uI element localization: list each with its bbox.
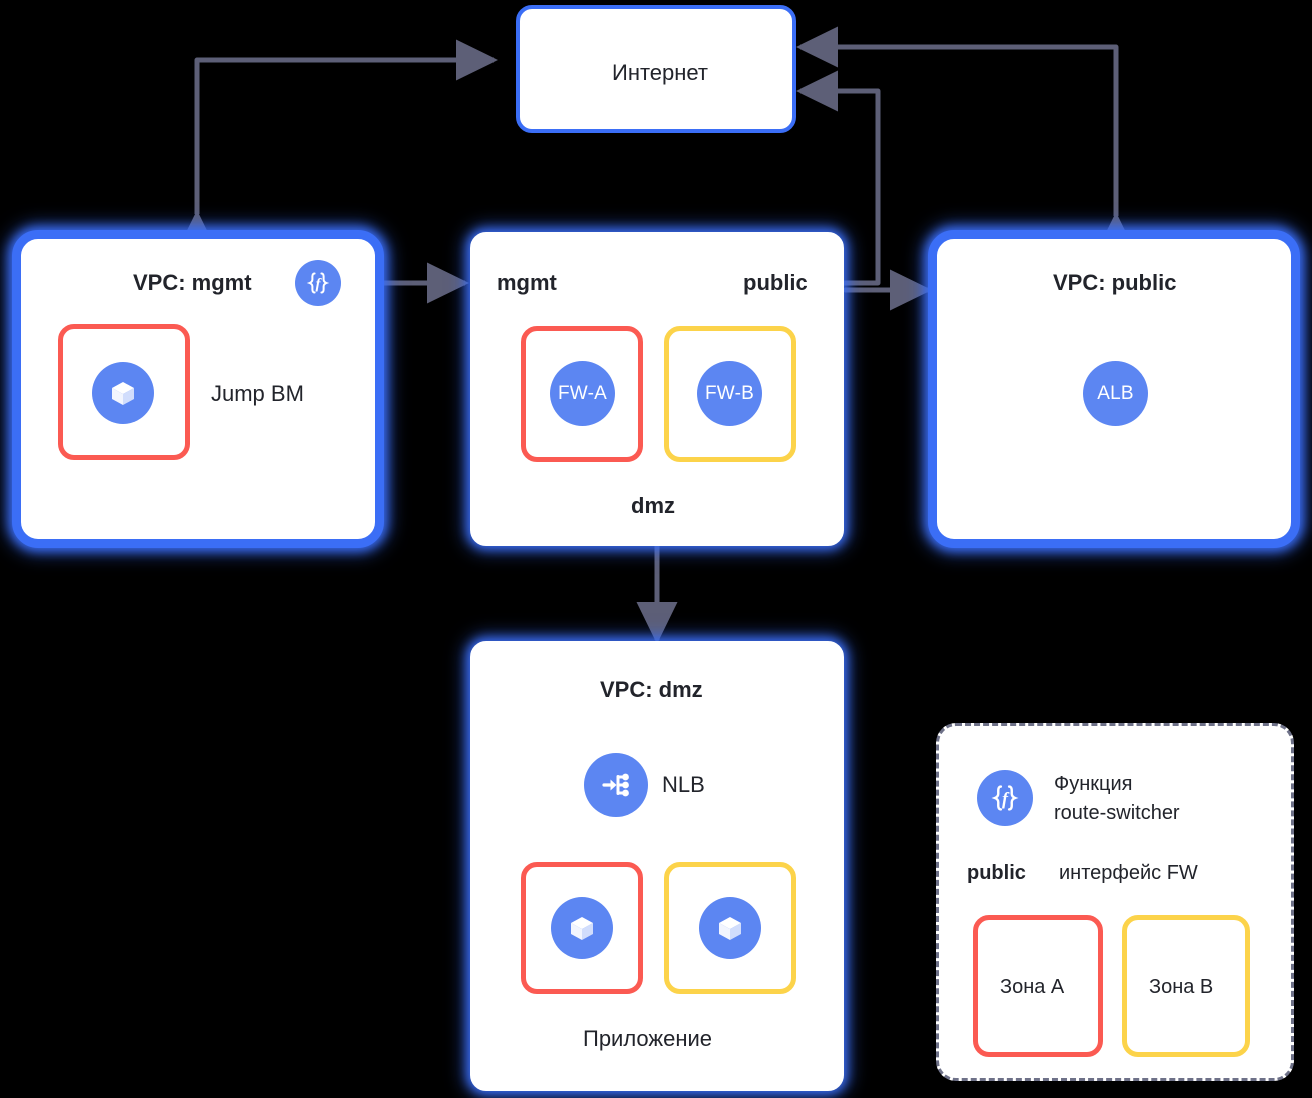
firewall-right-label: public — [743, 270, 808, 295]
legend-zone-a-box — [973, 915, 1103, 1057]
legend-interface-bold: public — [967, 862, 1026, 884]
wire-mgmt-internet — [176, 39, 499, 252]
firewall-b-label: FW-B — [705, 382, 754, 404]
internet-label: Интернет — [612, 60, 708, 85]
legend-function-line2: route-switcher — [1054, 802, 1180, 824]
legend-zone-b-box — [1122, 915, 1250, 1057]
function-braces-icon[interactable]: f — [295, 260, 341, 306]
function-braces-icon[interactable]: f — [977, 770, 1033, 826]
svg-text:f: f — [1002, 789, 1010, 809]
firewall-b-icon[interactable]: FW-B — [697, 361, 762, 426]
vm-cube-icon[interactable] — [551, 897, 613, 959]
internet-node[interactable]: Интернет — [516, 5, 796, 133]
legend-interface-rest: интерфейс FW — [1059, 862, 1198, 884]
alb-circle-icon[interactable]: ALB — [1083, 361, 1148, 426]
dmz-bottom-label: Приложение — [583, 1026, 713, 1051]
firewall-left-label: mgmt — [497, 270, 557, 295]
vpc-public-title: VPC: public — [1053, 270, 1177, 295]
jump-bm-label: Jump BM — [211, 381, 304, 406]
legend-function-line1: Функция — [1054, 773, 1133, 795]
wire-public-internet — [795, 26, 1137, 254]
vm-cube-icon[interactable] — [92, 362, 154, 424]
svg-text:f: f — [316, 277, 323, 293]
vpc-dmz-title: VPC: dmz — [600, 677, 703, 702]
nlb-label: NLB — [662, 772, 705, 797]
vm-cube-icon[interactable] — [699, 897, 761, 959]
legend-zone-a-label: Зона A — [1000, 976, 1065, 998]
firewall-bottom-label: dmz — [631, 493, 675, 518]
legend-zone-b-label: Зона B — [1149, 976, 1214, 998]
alb-label: ALB — [1097, 382, 1134, 404]
nlb-balancer-icon[interactable] — [584, 753, 648, 817]
vpc-mgmt-title: VPC: mgmt — [133, 270, 252, 295]
firewall-a-label: FW-A — [558, 382, 607, 404]
firewall-a-icon[interactable]: FW-A — [550, 361, 615, 426]
